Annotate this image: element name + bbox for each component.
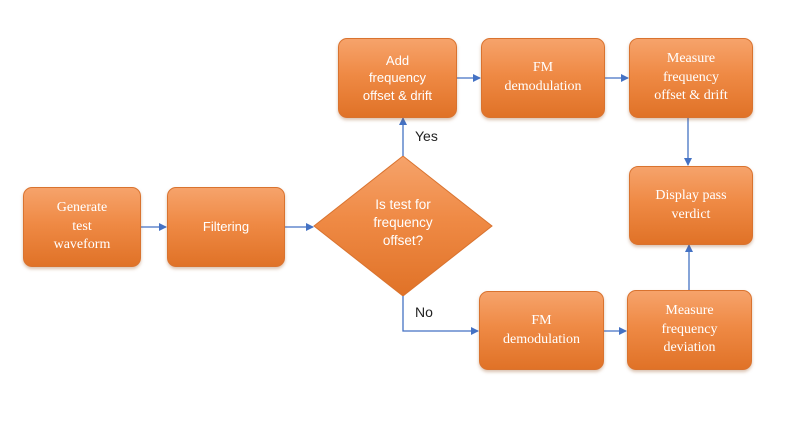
decision-text: Is test for frequency offset? xyxy=(373,196,433,249)
node-measure-deviation-label: Measure frequency deviation xyxy=(661,302,718,356)
node-measure-offset-label: Measure frequency offset & drift xyxy=(654,50,728,104)
node-filtering: Filtering xyxy=(167,187,285,267)
node-measure-frequency-deviation: Measure frequency deviation xyxy=(627,290,752,370)
node-measure-frequency-offset: Measure frequency offset & drift xyxy=(629,38,753,118)
node-display-pass-label: Display pass verdict xyxy=(655,187,727,222)
node-fm-demodulation-top: FM demodulation xyxy=(481,38,605,118)
node-fm-bottom-label: FM demodulation xyxy=(503,312,580,347)
edge-label-no: No xyxy=(415,304,433,320)
node-fm-demodulation-bottom: FM demodulation xyxy=(479,291,604,370)
node-generate-test-waveform: Generate test waveform xyxy=(23,187,141,267)
edge-label-yes: Yes xyxy=(415,128,438,144)
node-generate-label: Generate test waveform xyxy=(53,199,111,253)
arrow-decision-no xyxy=(402,296,479,335)
node-add-frequency-offset: Add frequency offset & drift xyxy=(338,38,457,118)
node-add-offset-label: Add frequency offset & drift xyxy=(362,52,433,103)
node-filtering-label: Filtering xyxy=(202,219,250,235)
node-display-pass-verdict: Display pass verdict xyxy=(629,166,753,245)
node-fm-top-label: FM demodulation xyxy=(504,60,582,94)
decision-label: Is test for frequency offset? xyxy=(335,188,471,258)
